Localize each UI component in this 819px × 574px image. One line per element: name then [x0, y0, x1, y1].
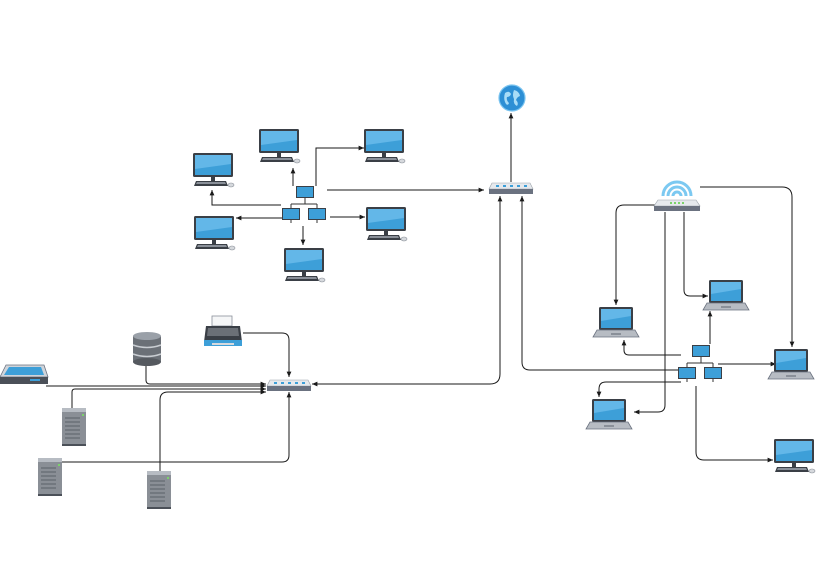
- printer-icon[interactable]: [203, 315, 243, 347]
- laptop-icon[interactable]: [702, 279, 750, 311]
- edge-server-1-server-router: [71, 386, 266, 408]
- edge-server-router-core-router: [312, 196, 503, 387]
- laptop-icon[interactable]: [592, 306, 640, 338]
- edge-wireless-laptop-4: [634, 212, 666, 415]
- desktop-icon[interactable]: [192, 152, 235, 188]
- edge-lan-top-desktop-1: [209, 190, 281, 206]
- desktop-icon[interactable]: [258, 128, 301, 164]
- router-icon[interactable]: [488, 182, 534, 195]
- globe-icon[interactable]: [498, 84, 526, 112]
- edge-lan-right-desktop-7: [695, 386, 773, 463]
- edge-wireless-desktop-7: [700, 186, 795, 347]
- desktop-icon[interactable]: [283, 247, 326, 283]
- edge-printer-server-router: [243, 332, 292, 377]
- server-tower-icon[interactable]: [146, 470, 172, 510]
- edge-wireless-laptop-1: [613, 204, 655, 305]
- server-tower-icon[interactable]: [37, 457, 63, 497]
- edge-lan-right-laptop-4: [596, 381, 681, 397]
- edge-lan-right-laptop-1: [621, 340, 681, 356]
- edge-server-3-server-router: [159, 389, 266, 471]
- network-switch-icon[interactable]: [677, 344, 723, 383]
- router-icon[interactable]: [266, 379, 312, 392]
- network-devices: [0, 84, 816, 510]
- network-switch-icon[interactable]: [281, 185, 327, 224]
- edge-lan-right-core-router: [519, 196, 681, 371]
- server-tower-icon[interactable]: [61, 407, 87, 447]
- edge-lan-top-desktop-3: [315, 145, 364, 186]
- edge-database-server-router: [145, 366, 266, 387]
- laptop-icon[interactable]: [767, 348, 815, 380]
- connection-lines: [46, 113, 795, 471]
- edge-wireless-laptop-2: [683, 212, 708, 299]
- wireless-router-icon[interactable]: [652, 180, 702, 213]
- laptop-icon[interactable]: [585, 398, 633, 430]
- edge-server-2-server-router: [62, 392, 292, 463]
- desktop-icon[interactable]: [193, 215, 236, 251]
- scanner-icon[interactable]: [0, 364, 49, 385]
- desktop-icon[interactable]: [365, 206, 408, 242]
- desktop-icon[interactable]: [773, 438, 816, 474]
- database-icon[interactable]: [132, 331, 162, 367]
- desktop-icon[interactable]: [363, 128, 406, 164]
